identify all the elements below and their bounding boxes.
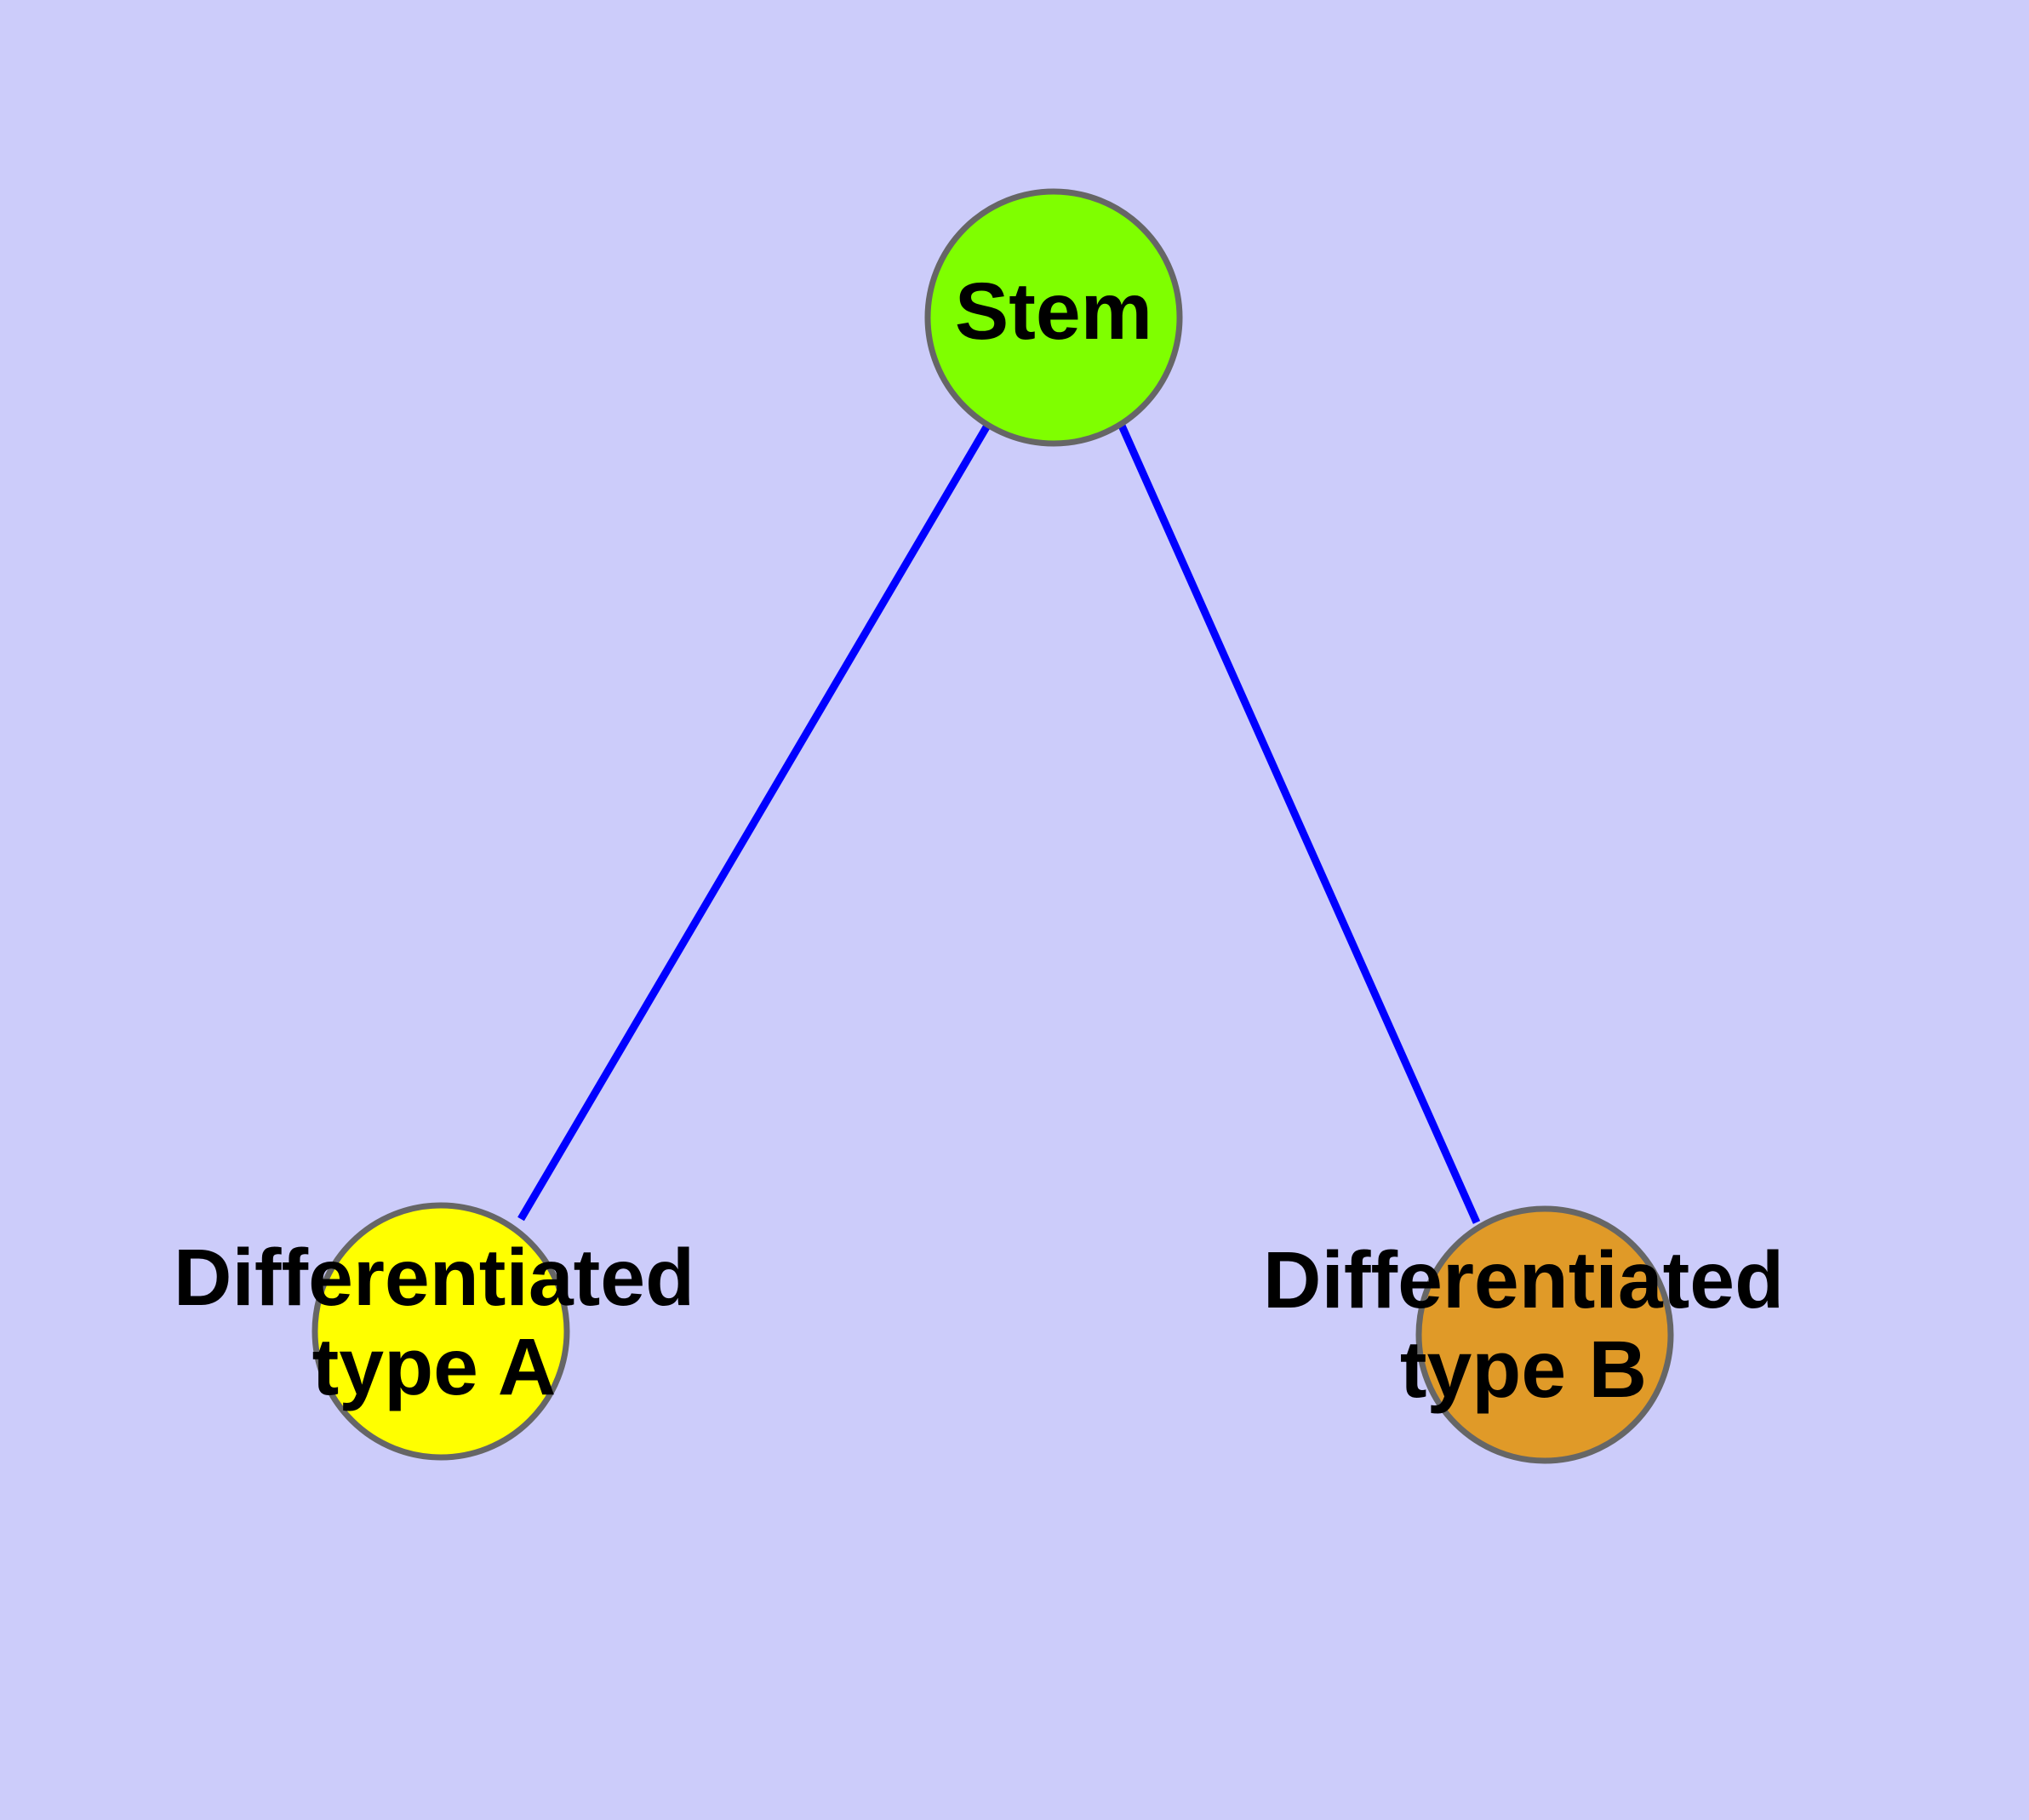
node-stem[interactable]: Stem <box>924 188 1183 447</box>
node-diff-type-a-circle[interactable] <box>311 1202 570 1461</box>
node-diff-type-a[interactable]: Differentiated type A <box>174 1202 694 1461</box>
node-diff-type-b-circle[interactable] <box>1415 1205 1674 1464</box>
node-stem-label-line-1: Stem <box>955 266 1152 357</box>
node-diff-type-b-label-line-2: type B <box>1400 1325 1647 1415</box>
node-stem-circle[interactable] <box>924 188 1183 447</box>
node-diff-type-b[interactable]: Differentiated type B <box>1263 1205 1784 1464</box>
edge-layer <box>517 423 1481 1224</box>
node-diff-type-a-label-line-2: type A <box>312 1322 557 1412</box>
edge-stem-to-type-a[interactable] <box>517 423 991 1222</box>
node-diff-type-b-label-line-1: Differentiated <box>1263 1235 1784 1325</box>
node-layer: Stem Differentiated type A Differentiate… <box>174 188 1784 1464</box>
node-diff-type-a-label-line-1: Differentiated <box>174 1233 694 1323</box>
edge-stem-to-type-b[interactable] <box>1117 424 1481 1224</box>
